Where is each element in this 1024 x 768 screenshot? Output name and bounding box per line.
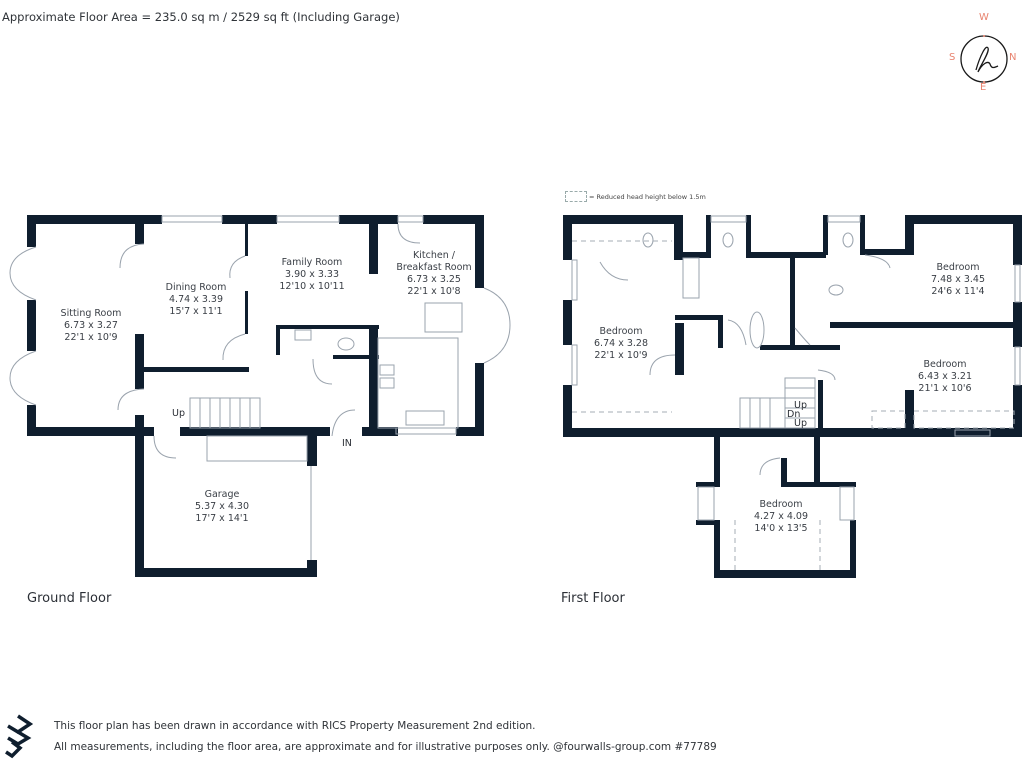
ground-floor-label: Ground Floor bbox=[27, 591, 112, 606]
room-imperial: 21'1 x 10'6 bbox=[918, 383, 972, 394]
room-imperial: 17'7 x 14'1 bbox=[195, 513, 249, 524]
stairs-down-label: Dn bbox=[787, 409, 801, 420]
room-imperial: 15'7 x 11'1 bbox=[169, 306, 223, 317]
room-name: Bedroom bbox=[936, 262, 980, 273]
compass: W S N E bbox=[946, 12, 1018, 93]
room-name: Bedroom bbox=[599, 326, 643, 337]
room-bedroom-1: Bedroom 6.74 x 3.28 22'1 x 10'9 bbox=[594, 326, 648, 362]
room-sitting-room: Sitting Room 6.73 x 3.27 22'1 x 10'9 bbox=[61, 308, 122, 344]
footer-line-1: This floor plan has been drawn in accord… bbox=[54, 720, 536, 732]
compass-east-label: E bbox=[980, 82, 987, 93]
head-height-legend: = Reduced head height below 1.5m bbox=[565, 191, 706, 202]
fourwalls-logo-icon bbox=[4, 712, 34, 760]
room-metric: 6.73 x 3.27 bbox=[64, 320, 118, 331]
room-name: Sitting Room bbox=[60, 308, 122, 319]
stairs-up-label-1: Up bbox=[794, 400, 807, 411]
first-floor-fixtures bbox=[571, 215, 1021, 521]
ground-floor-walls bbox=[27, 215, 484, 577]
room-bedroom-4: Bedroom 4.27 x 4.09 14'0 x 13'5 bbox=[754, 499, 808, 535]
compass-icon bbox=[960, 35, 1008, 83]
room-metric: 5.37 x 4.30 bbox=[195, 501, 249, 512]
ground-stairs bbox=[189, 397, 261, 429]
room-name: Kitchen / bbox=[413, 250, 455, 261]
room-imperial: 22'1 x 10'8 bbox=[407, 286, 461, 297]
room-imperial: 22'1 x 10'9 bbox=[64, 332, 118, 343]
room-metric: 4.27 x 4.09 bbox=[754, 511, 808, 522]
room-imperial: 22'1 x 10'9 bbox=[594, 350, 648, 361]
room-metric: 6.73 x 3.25 bbox=[407, 274, 461, 285]
room-imperial: 12'10 x 10'11 bbox=[279, 281, 345, 292]
room-name: Bedroom bbox=[759, 499, 803, 510]
room-metric: 6.74 x 3.28 bbox=[594, 338, 648, 349]
room-bedroom-2: Bedroom 7.48 x 3.45 24'6 x 11'4 bbox=[931, 262, 985, 298]
first-floor-label: First Floor bbox=[561, 591, 625, 606]
compass-north-label: N bbox=[1009, 52, 1017, 63]
first-floor-walls bbox=[563, 215, 1022, 578]
floor-area-title: Approximate Floor Area = 235.0 sq m / 25… bbox=[2, 10, 400, 24]
room-imperial: 14'0 x 13'5 bbox=[754, 523, 808, 534]
room-garage: Garage 5.37 x 4.30 17'7 x 14'1 bbox=[195, 489, 249, 525]
room-name: Bedroom bbox=[923, 359, 967, 370]
dashed-box-icon bbox=[565, 191, 587, 202]
room-name-line2: Breakfast Room bbox=[396, 262, 472, 273]
reduced-headheight-lines bbox=[572, 240, 1015, 570]
room-family-room: Family Room 3.90 x 3.33 12'10 x 10'11 bbox=[279, 257, 344, 293]
room-metric: 3.90 x 3.33 bbox=[285, 269, 339, 280]
room-imperial: 24'6 x 11'4 bbox=[931, 286, 985, 297]
room-metric: 6.43 x 3.21 bbox=[918, 371, 972, 382]
room-bedroom-3: Bedroom 6.43 x 3.21 21'1 x 10'6 bbox=[918, 359, 972, 395]
compass-south-label: S bbox=[949, 52, 956, 63]
room-metric: 4.74 x 3.39 bbox=[169, 294, 223, 305]
stairs-up-label-2: Up bbox=[794, 418, 807, 429]
room-dining-room: Dining Room 4.74 x 3.39 15'7 x 11'1 bbox=[166, 282, 227, 318]
footer-disclaimer: This floor plan has been drawn in accord… bbox=[54, 716, 717, 758]
footer-line-2: All measurements, including the floor ar… bbox=[54, 741, 717, 753]
room-name: Dining Room bbox=[165, 282, 227, 293]
compass-west-label: W bbox=[979, 12, 989, 23]
ground-floor-fixtures bbox=[9, 215, 511, 560]
legend-text: = Reduced head height below 1.5m bbox=[589, 192, 706, 201]
room-kitchen-breakfast: Kitchen / Breakfast Room 6.73 x 3.25 22'… bbox=[396, 250, 471, 298]
room-name: Garage bbox=[204, 489, 240, 500]
room-metric: 7.48 x 3.45 bbox=[931, 274, 985, 285]
room-name: Family Room bbox=[281, 257, 343, 268]
entrance-label: IN bbox=[342, 438, 352, 449]
stairs-up-label: Up bbox=[172, 408, 185, 419]
first-stairs bbox=[739, 377, 816, 429]
